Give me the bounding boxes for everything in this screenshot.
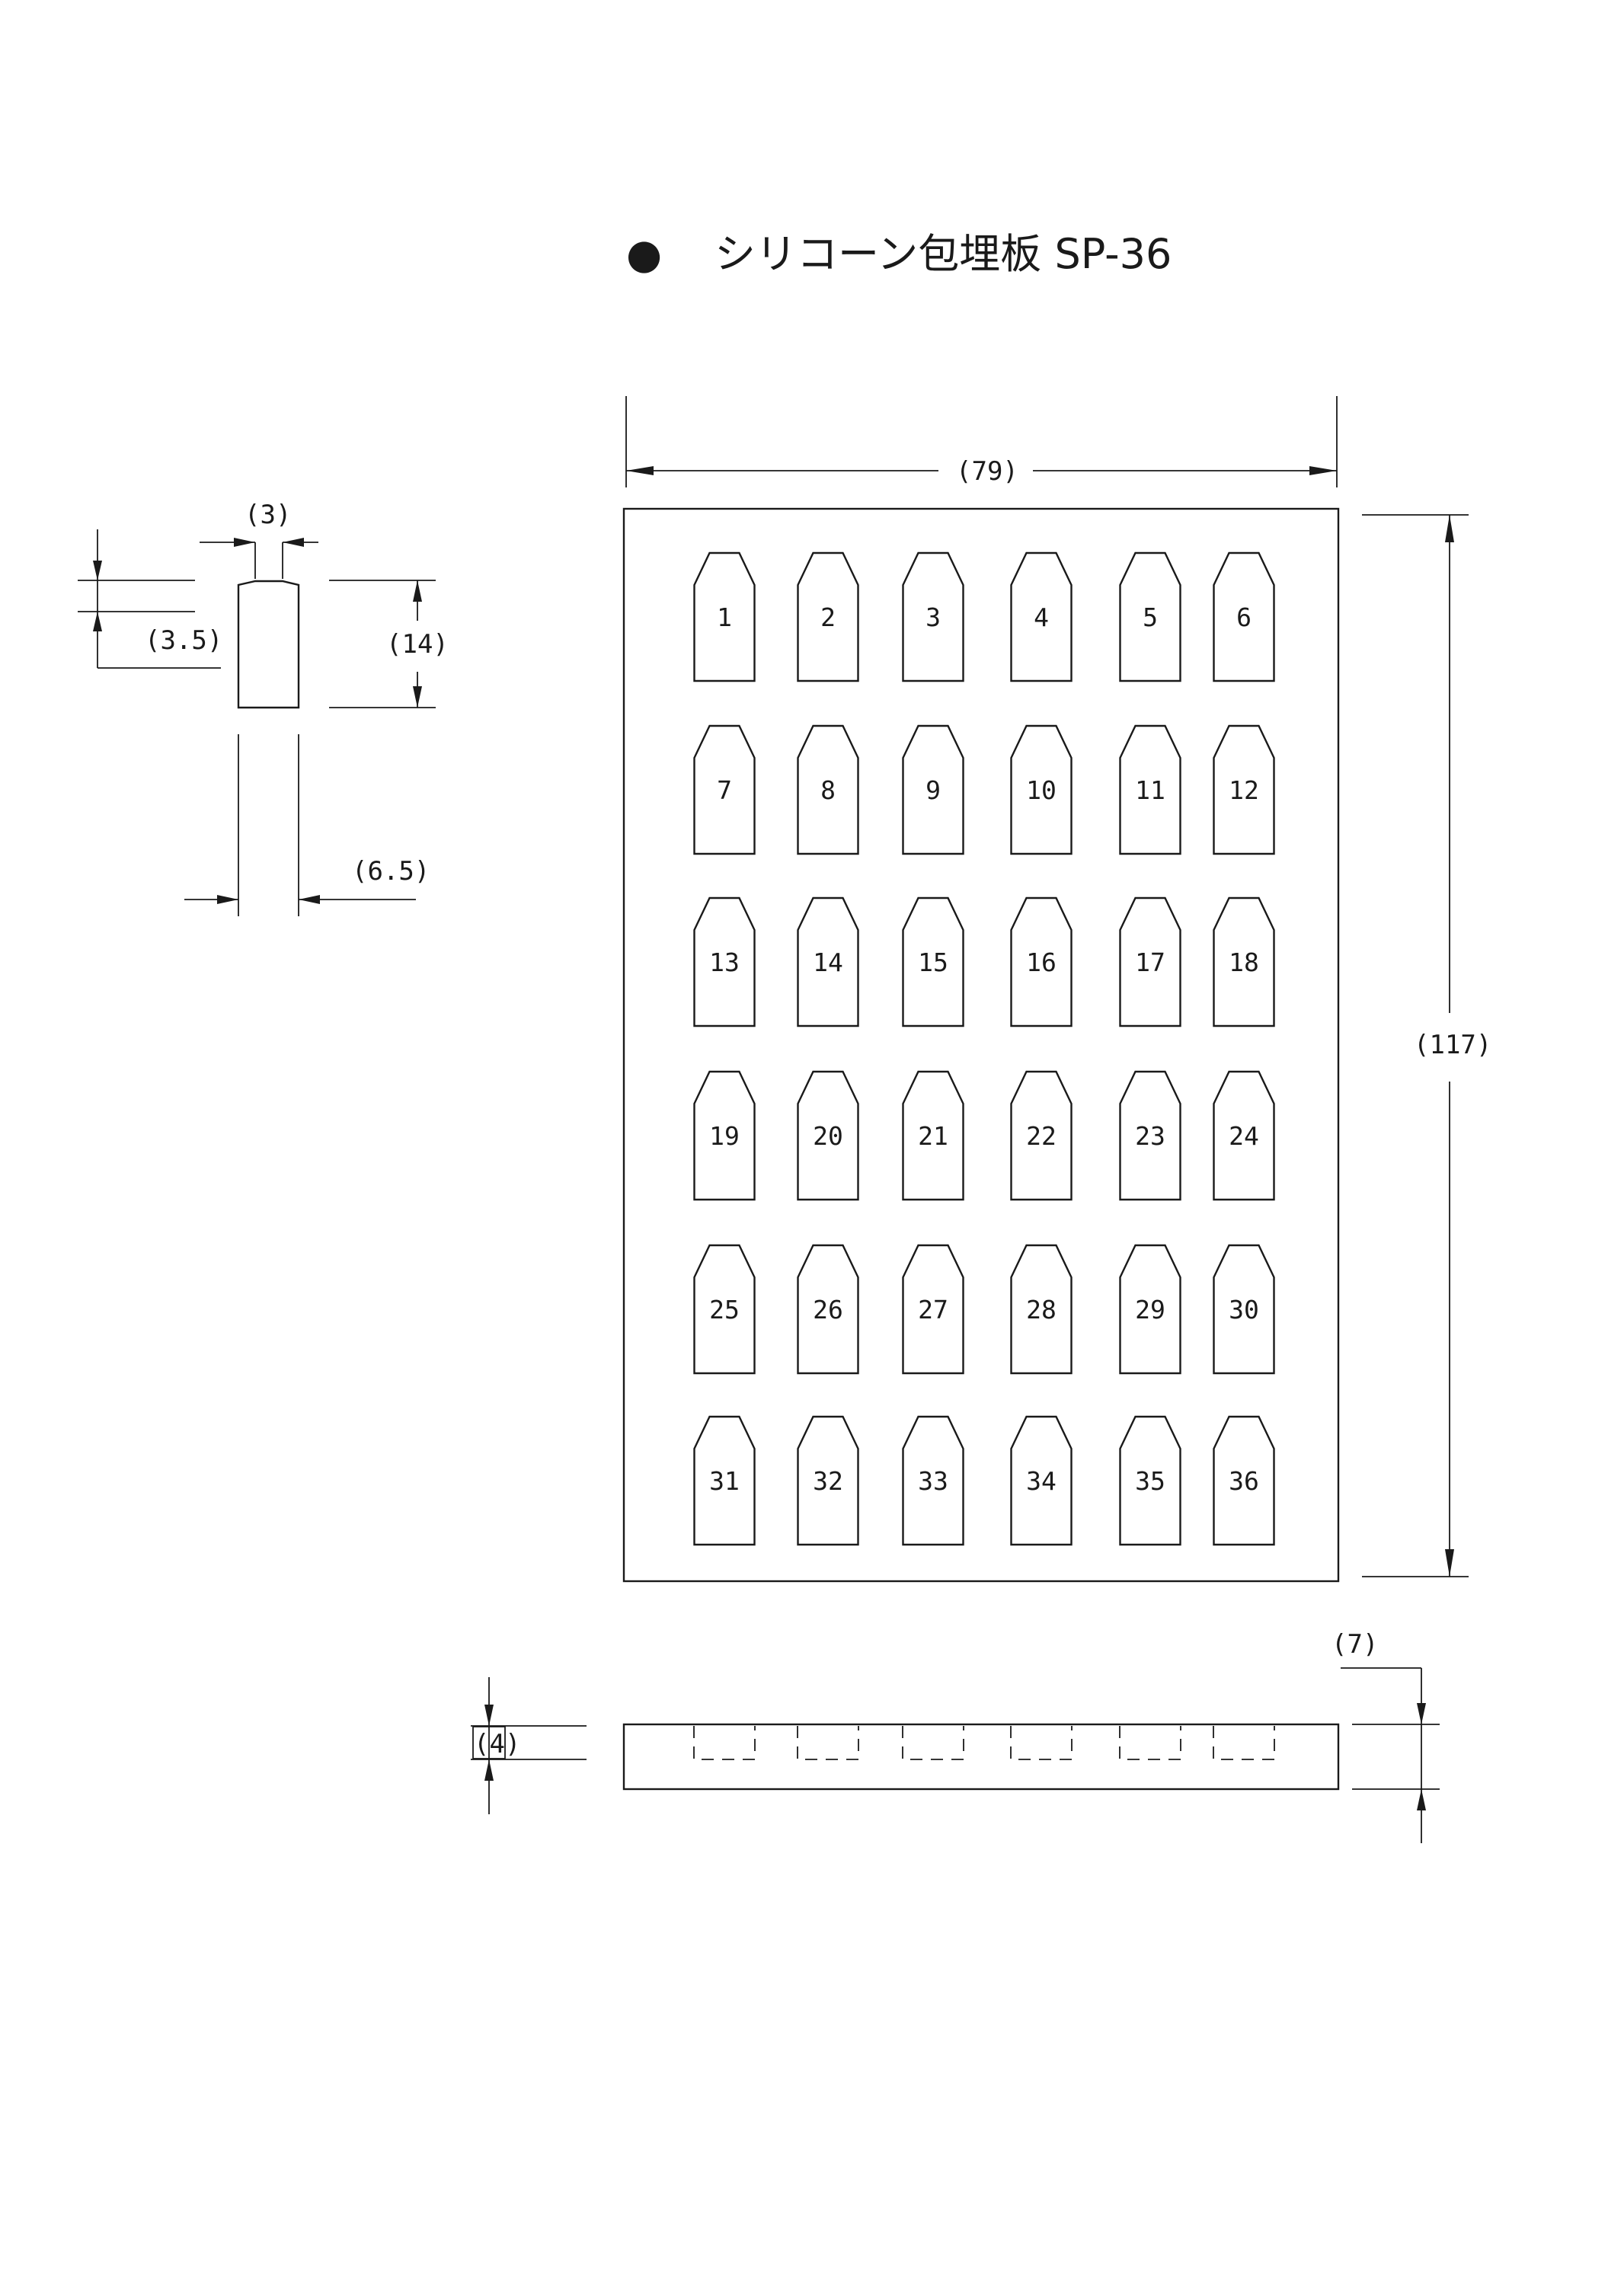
well-outline [693, 551, 756, 682]
well-outline [902, 1244, 964, 1375]
well-outline [797, 1415, 859, 1546]
well-outline [902, 896, 964, 1027]
well-label: 11 [1135, 775, 1165, 805]
well-label: 13 [709, 947, 740, 977]
well-outline [902, 1070, 964, 1201]
well-outline [1010, 1070, 1073, 1201]
dim-well-height: (14) [386, 629, 449, 660]
well-outline [1119, 724, 1181, 855]
hidden-well-outline [902, 1726, 964, 1760]
plate-outline [622, 507, 1340, 1583]
hidden-well-outline [1213, 1726, 1275, 1760]
well-outline [1119, 551, 1181, 682]
well-outline [1213, 1070, 1275, 1201]
dim-well-width: (6.5) [352, 856, 430, 887]
well-label: 12 [1229, 775, 1259, 805]
well-label: 34 [1026, 1466, 1057, 1496]
well-label: 15 [918, 947, 948, 977]
dim-well-top-width: (3) [245, 500, 291, 530]
dim-plate-width: (79) [956, 456, 1018, 487]
dim-well-taper: (3.5) [145, 625, 222, 656]
well-outline [693, 1244, 756, 1375]
side-wells [693, 1726, 1275, 1760]
well-label: 30 [1229, 1295, 1259, 1325]
well-outline [693, 1415, 756, 1546]
dim-plate-thickness: (7) [1331, 1629, 1378, 1660]
well-label: 26 [813, 1295, 843, 1325]
well-label: 32 [813, 1466, 843, 1496]
well-outline [693, 896, 756, 1027]
well-outline [1119, 1244, 1181, 1375]
well-label: 23 [1135, 1121, 1165, 1151]
well-label: 8 [820, 775, 836, 805]
well-outline [1010, 551, 1073, 682]
hidden-well-outline [1010, 1726, 1073, 1760]
well-outline [1119, 896, 1181, 1027]
hidden-well-outline [797, 1726, 859, 1760]
well-outline [902, 551, 964, 682]
well-label: 5 [1143, 602, 1158, 632]
well-outline [1213, 1244, 1275, 1375]
well-label: 20 [813, 1121, 843, 1151]
well-outline [1010, 1415, 1073, 1546]
hidden-well-outline [693, 1726, 756, 1760]
well-outline [797, 724, 859, 855]
well-label: 10 [1026, 775, 1057, 805]
hidden-well-outline [1119, 1726, 1181, 1760]
well-label: 18 [1229, 947, 1259, 977]
well-outline [1010, 1244, 1073, 1375]
well-outline [1119, 1415, 1181, 1546]
well-outline [1213, 896, 1275, 1027]
title-block: ● シリコーン包埋板 SP-36 [626, 230, 1172, 278]
well-outline [1213, 1415, 1275, 1546]
dim-plate-height: (117) [1414, 1030, 1491, 1060]
well-label: 28 [1026, 1295, 1057, 1325]
well-label: 9 [925, 775, 941, 805]
well-label: 19 [709, 1121, 740, 1151]
well-label: 22 [1026, 1121, 1057, 1151]
well-label: 17 [1135, 947, 1165, 977]
side-outline [622, 1723, 1340, 1791]
well-outline [902, 724, 964, 855]
plate-side-view: (4) (7) [471, 1629, 1440, 1843]
well-outline [1213, 724, 1275, 855]
well-label: 7 [717, 775, 732, 805]
well-label: 33 [918, 1466, 948, 1496]
well-label: 24 [1229, 1121, 1259, 1151]
well-label: 27 [918, 1295, 948, 1325]
well-outline [1119, 1070, 1181, 1201]
well-label: 6 [1236, 602, 1252, 632]
title-text: シリコーン包埋板 SP-36 [714, 230, 1172, 278]
well-label: 35 [1135, 1466, 1165, 1496]
well-label: 14 [813, 947, 843, 977]
well-label: 3 [925, 602, 941, 632]
well-outline [693, 724, 756, 855]
well-label: 4 [1034, 602, 1049, 632]
title-bullet: ● [626, 230, 662, 278]
well-label: 21 [918, 1121, 948, 1151]
well-label: 1 [717, 602, 732, 632]
well-outline [1010, 896, 1073, 1027]
well-label: 16 [1026, 947, 1057, 977]
well-outline [797, 896, 859, 1027]
well-outline [1213, 551, 1275, 682]
well-label: 36 [1229, 1466, 1259, 1496]
well-outline [797, 1244, 859, 1375]
well-detail: (3) (3.5) (14) (6.5) [78, 500, 449, 916]
well-outline [902, 1415, 964, 1546]
well-label: 25 [709, 1295, 740, 1325]
well-outline [693, 1070, 756, 1201]
well-outline [797, 1070, 859, 1201]
well-outline [797, 551, 859, 682]
well-label: 31 [709, 1466, 740, 1496]
dim-well-depth: (4) [474, 1729, 520, 1759]
well-detail-outline [237, 580, 300, 709]
well-label: 2 [820, 602, 836, 632]
well-label: 29 [1135, 1295, 1165, 1325]
well-outline [1010, 724, 1073, 855]
